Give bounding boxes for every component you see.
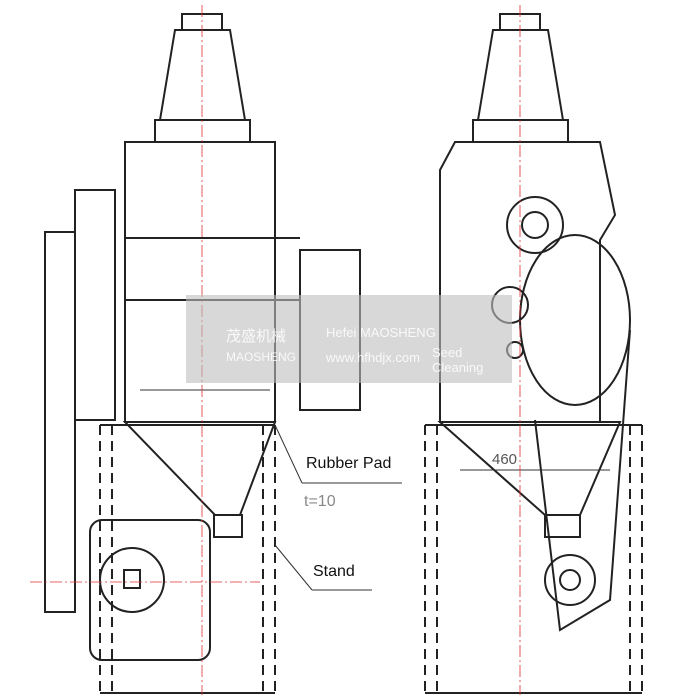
stand-label: Stand [313,563,355,580]
left-view [30,5,361,695]
thickness-label: t=10 [304,493,336,510]
watermark-tagline: Seed Cleaning [432,345,484,375]
watermark-company: Hefei MAOSHENG [326,325,436,340]
rubber-pad-label: Rubber Pad [306,455,392,472]
stand-leader [274,544,313,591]
right-view [424,5,643,695]
dimension-label: 460 [492,451,518,468]
watermark-brand-cn: 茂盛机械 [226,328,287,345]
rubber-pad-leader [274,424,303,484]
watermark-website: www.hfhdjx.com [326,350,420,365]
watermark: 茂盛机械 MAOSHENG Hefei MAOSHENG www.hfhdjx.… [186,295,512,383]
watermark-brand-en: MAOSHENG [226,350,297,364]
